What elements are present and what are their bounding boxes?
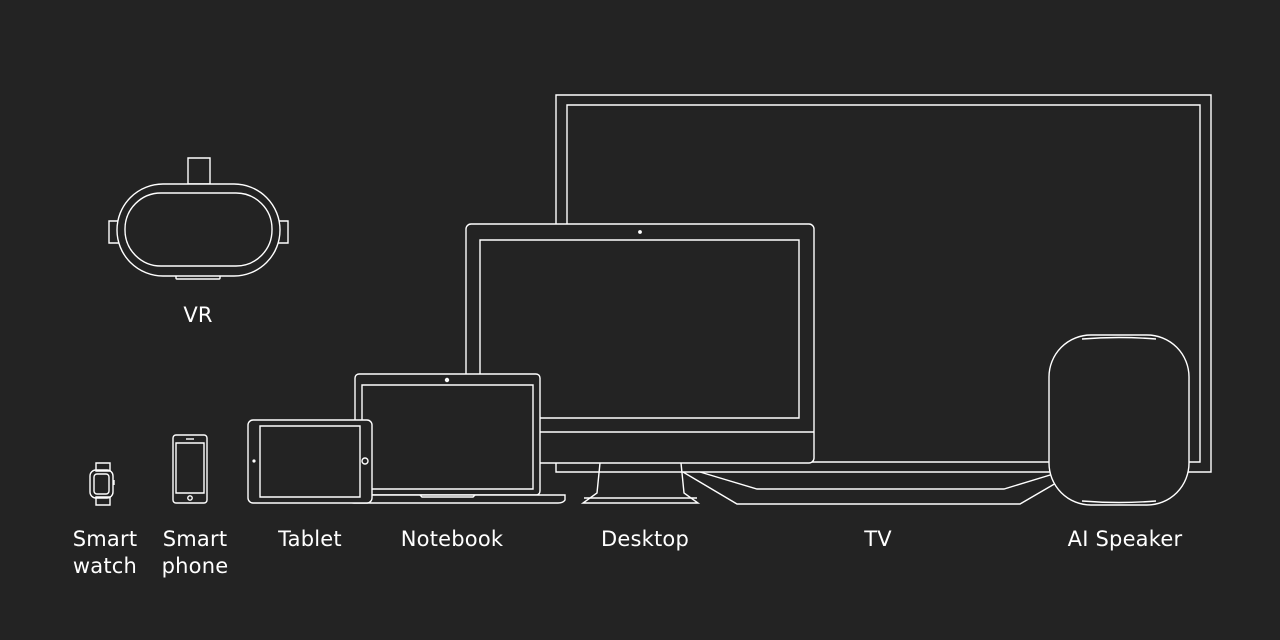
- tv-label: TV: [864, 527, 892, 551]
- ai-speaker-label: AI Speaker: [1067, 527, 1183, 551]
- tv-icon: [556, 95, 1211, 504]
- laptop-icon: [347, 374, 565, 503]
- vr-label: VR: [183, 303, 213, 327]
- smartwatch-label: Smart watch: [72, 527, 138, 578]
- smartphone-icon: [173, 435, 207, 503]
- tablet-icon: [248, 420, 372, 503]
- smartwatch-icon: [90, 463, 114, 505]
- desktop-label: Desktop: [600, 527, 689, 551]
- notebook-label: Notebook: [400, 527, 504, 551]
- desktop-monitor-icon: [466, 224, 814, 503]
- tablet-label: Tablet: [278, 527, 342, 551]
- vr-headset-icon: [109, 158, 288, 279]
- smart-speaker-icon: [1049, 335, 1189, 505]
- smartphone-label: Smart phone: [161, 527, 229, 578]
